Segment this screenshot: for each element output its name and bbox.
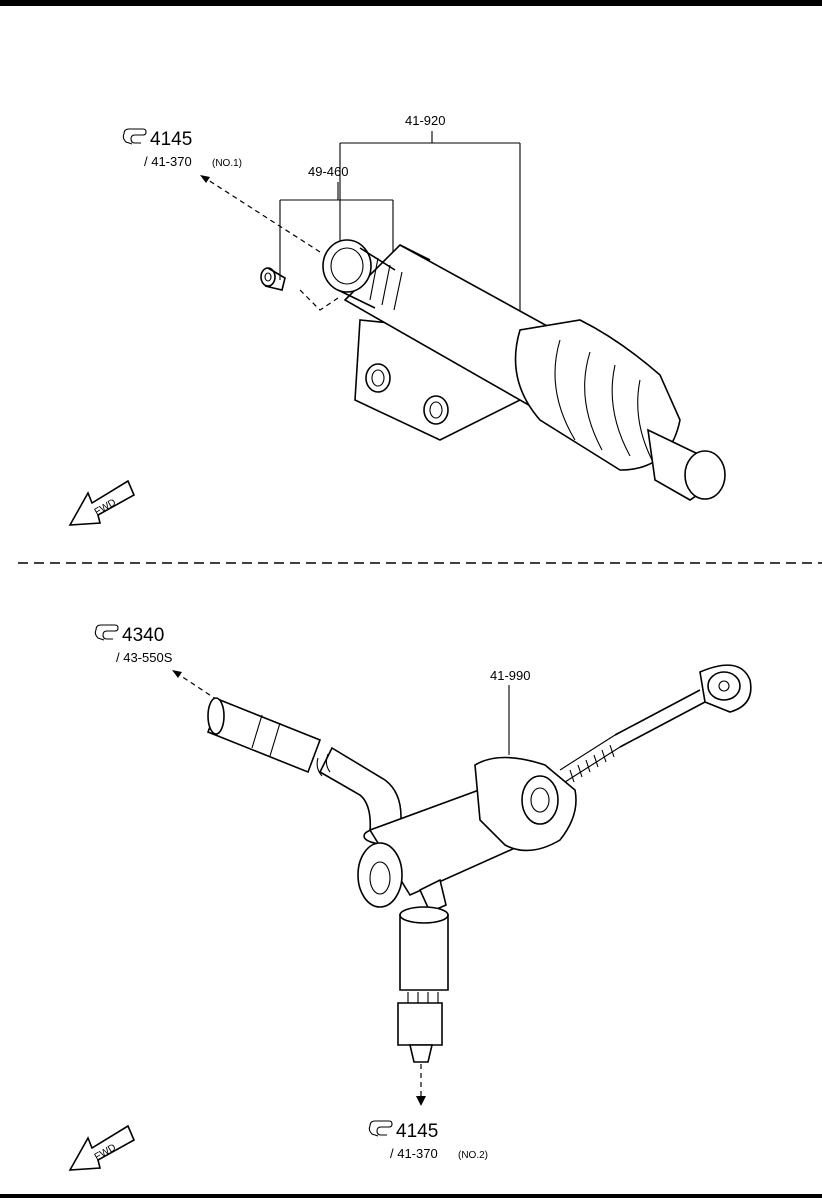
upper-leader-return [299, 289, 339, 311]
lower-bottom-leader-arrow [416, 1096, 426, 1106]
pointing-hand-icon [368, 1120, 393, 1137]
lower-top-ref-code: / 43-550S [116, 650, 173, 665]
fwd-arrow-icon: FWD [68, 1124, 136, 1171]
fwd-arrow-icon: FWD [68, 479, 136, 526]
pointing-hand-icon [122, 128, 147, 145]
lower-section: 4340 / 43-550S 41-990 [68, 624, 752, 1171]
clutch-master-cylinder [357, 664, 752, 1063]
lower-bottom-reference[interactable]: 4145 / 41-370 (NO.2) [368, 1120, 488, 1161]
upper-ref-code: / 41-370 [144, 154, 192, 169]
bleeder-screw [260, 267, 286, 291]
upper-reference[interactable]: 4145 / 41-370 (NO.1) [122, 128, 242, 169]
lower-bottom-ref-code: / 41-370 [390, 1146, 438, 1161]
bracket-41-920 [339, 131, 521, 320]
pointing-hand-icon [94, 624, 119, 641]
upper-ref-number: 4145 [150, 129, 192, 150]
lower-bottom-ref-note: (NO.2) [458, 1150, 488, 1161]
lower-top-leader-arrow [172, 670, 182, 678]
lower-top-reference[interactable]: 4340 / 43-550S [94, 624, 173, 665]
hydraulic-pipe [206, 697, 405, 845]
label-41-990[interactable]: 41-990 [490, 668, 530, 683]
upper-leader-arrow [200, 175, 210, 183]
bracket-49-460 [279, 182, 394, 280]
lower-bottom-ref-number: 4145 [396, 1121, 438, 1142]
bottom-border [0, 1194, 822, 1198]
lower-top-ref-number: 4340 [122, 625, 164, 646]
upper-section: 4145 / 41-370 (NO.1) 41-920 49-460 [68, 113, 726, 526]
upper-ref-note: (NO.1) [212, 158, 242, 169]
clutch-release-cylinder [322, 239, 726, 501]
top-border [0, 0, 822, 6]
upper-leader [204, 177, 321, 253]
label-49-460[interactable]: 49-460 [308, 164, 348, 179]
label-41-920[interactable]: 41-920 [405, 113, 445, 128]
